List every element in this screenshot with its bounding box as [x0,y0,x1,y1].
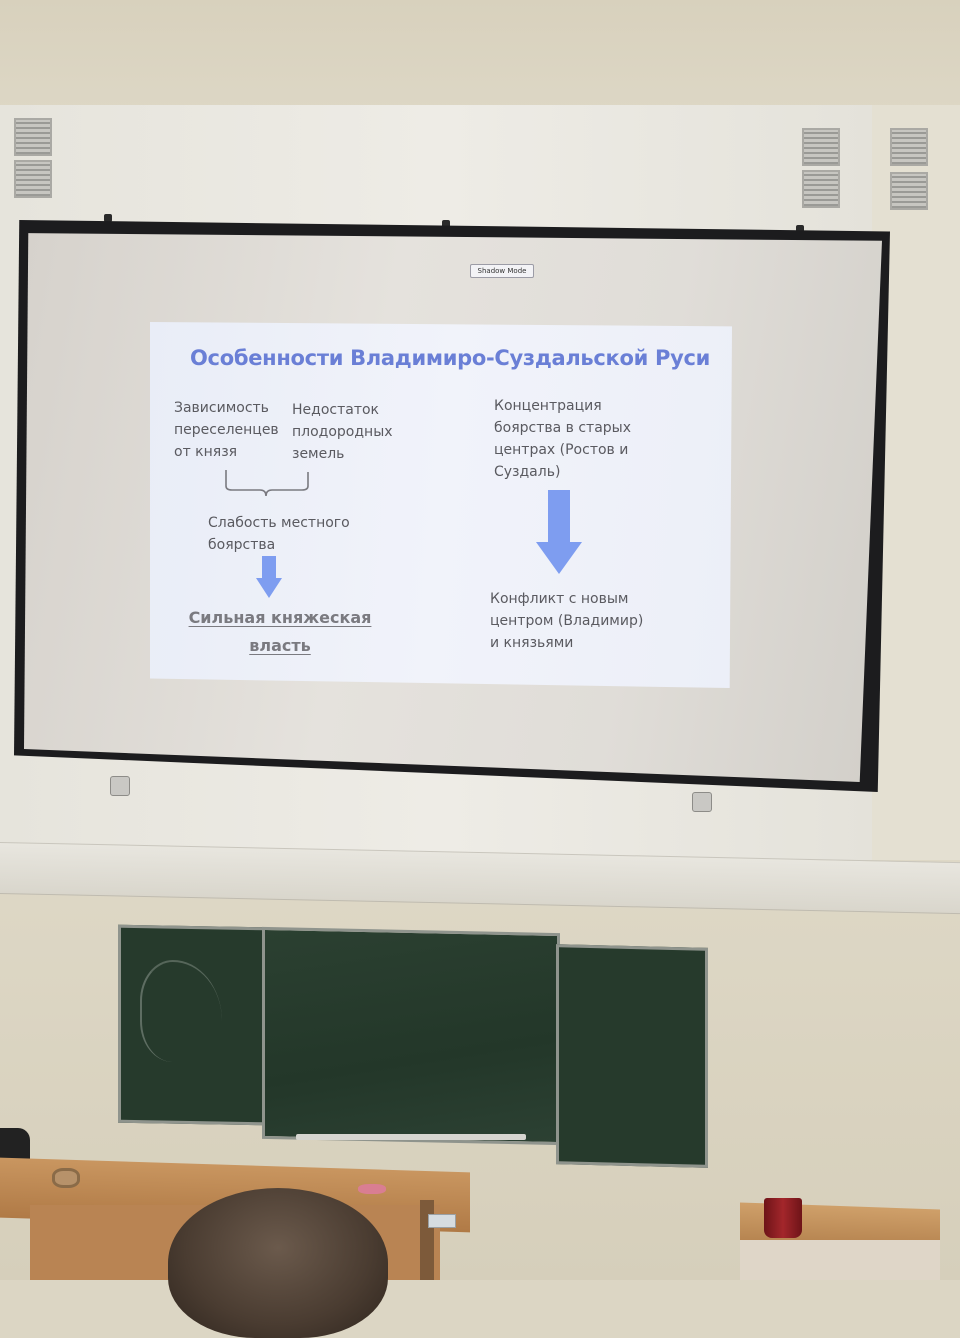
wall-clip [110,776,130,796]
desk-right-front [740,1240,940,1280]
strong-princely-power-text: Сильная княжеская власть [188,608,372,655]
right-wall [872,105,960,895]
presentation-slide [150,322,732,688]
shadow-mode-badge: Shadow Mode [470,264,534,278]
conflict-text: Конфликт с новым центром (Владимир) и кн… [490,591,644,651]
chalk-tray [296,1134,526,1140]
vent-icon [802,128,840,166]
boyar-concentration-text: Концентрация боярства в старых центрах (… [494,398,631,480]
vent-icon [14,118,52,156]
desk-leg [420,1200,434,1280]
screen-hook [104,214,112,222]
wall-clip [692,792,712,812]
upper-wall [0,0,960,110]
vent-icon [14,160,52,198]
chalkboard-center-panel [262,926,560,1146]
cause-land-shortage-text: Недостаток плодородных земель [292,402,393,462]
down-arrow-icon [536,490,582,574]
red-cup [764,1198,802,1238]
chalk-marks [140,960,222,1062]
cause-dependency-text: Зависимость переселенцев от князя [174,400,279,460]
tape-roll [52,1168,80,1188]
weak-boyars-text: Слабость местного боярства [208,515,350,553]
vent-icon [802,170,840,208]
eraser [358,1184,386,1194]
down-arrow-icon [256,556,282,598]
student-head [168,1188,388,1338]
vent-icon [890,172,928,210]
vent-icon [890,128,928,166]
screen-hook [442,220,450,228]
desk-sticker [428,1214,456,1228]
curly-brace-icon [225,470,309,497]
screen-hook [796,225,804,233]
slide-title: Особенности Владимиро-Суздальской Руси [190,346,711,370]
chalkboard-right-panel [556,944,708,1168]
